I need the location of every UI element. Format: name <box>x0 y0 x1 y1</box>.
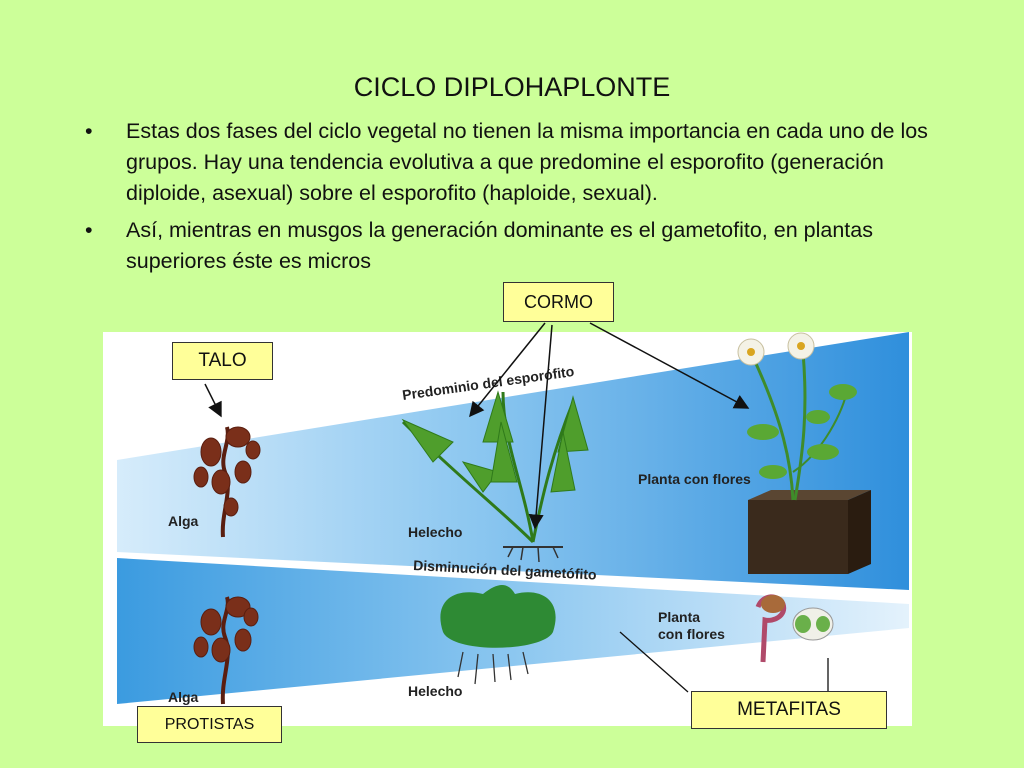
bullet-item: • Así, mientras en musgos la generación d… <box>85 215 945 277</box>
line-metafitas-left <box>619 631 689 693</box>
flowering-plant-illustration <box>737 332 871 574</box>
prothallus-illustration <box>440 585 556 685</box>
bullet-list: • Estas dos fases del ciclo vegetal no ti… <box>85 116 945 283</box>
alga-bottom-label: Alga <box>168 689 199 705</box>
protistas-label: PROTISTAS <box>137 706 282 743</box>
planta-bottom-label-line2: con flores <box>658 626 725 642</box>
planta-top-label: Planta con flores <box>638 471 751 487</box>
cormo-label: CORMO <box>503 282 614 322</box>
arrow-cormo-roots <box>528 324 553 530</box>
plant-evolution-figure: Predominio del esporófito Disminución de… <box>103 332 912 726</box>
bullet-text: Estas dos fases del ciclo vegetal no tie… <box>126 119 928 205</box>
bullet-dot: • <box>85 119 93 143</box>
arrow-cormo-fern <box>469 322 546 418</box>
bullet-dot: • <box>85 218 93 242</box>
bullet-item: • Estas dos fases del ciclo vegetal no ti… <box>85 116 945 209</box>
arrow-talo <box>204 383 222 418</box>
helecho-bottom-label: Helecho <box>408 683 462 699</box>
alga-bottom-illustration <box>193 596 259 705</box>
slide-title: CICLO DIPLOHAPLONTE <box>353 72 671 102</box>
alga-top-label: Alga <box>168 513 199 529</box>
bullet-text: Así, mientras en musgos la generación do… <box>126 218 873 273</box>
planta-bottom-label-line1: Planta <box>658 609 700 625</box>
helecho-top-label: Helecho <box>408 524 462 540</box>
talo-label: TALO <box>172 342 273 380</box>
fern-illustration <box>401 390 589 563</box>
metafitas-label: METAFITAS <box>691 691 887 729</box>
pollen-illustration <box>755 594 834 663</box>
arrow-cormo-plant <box>589 322 750 409</box>
alga-top-illustration <box>193 426 261 538</box>
